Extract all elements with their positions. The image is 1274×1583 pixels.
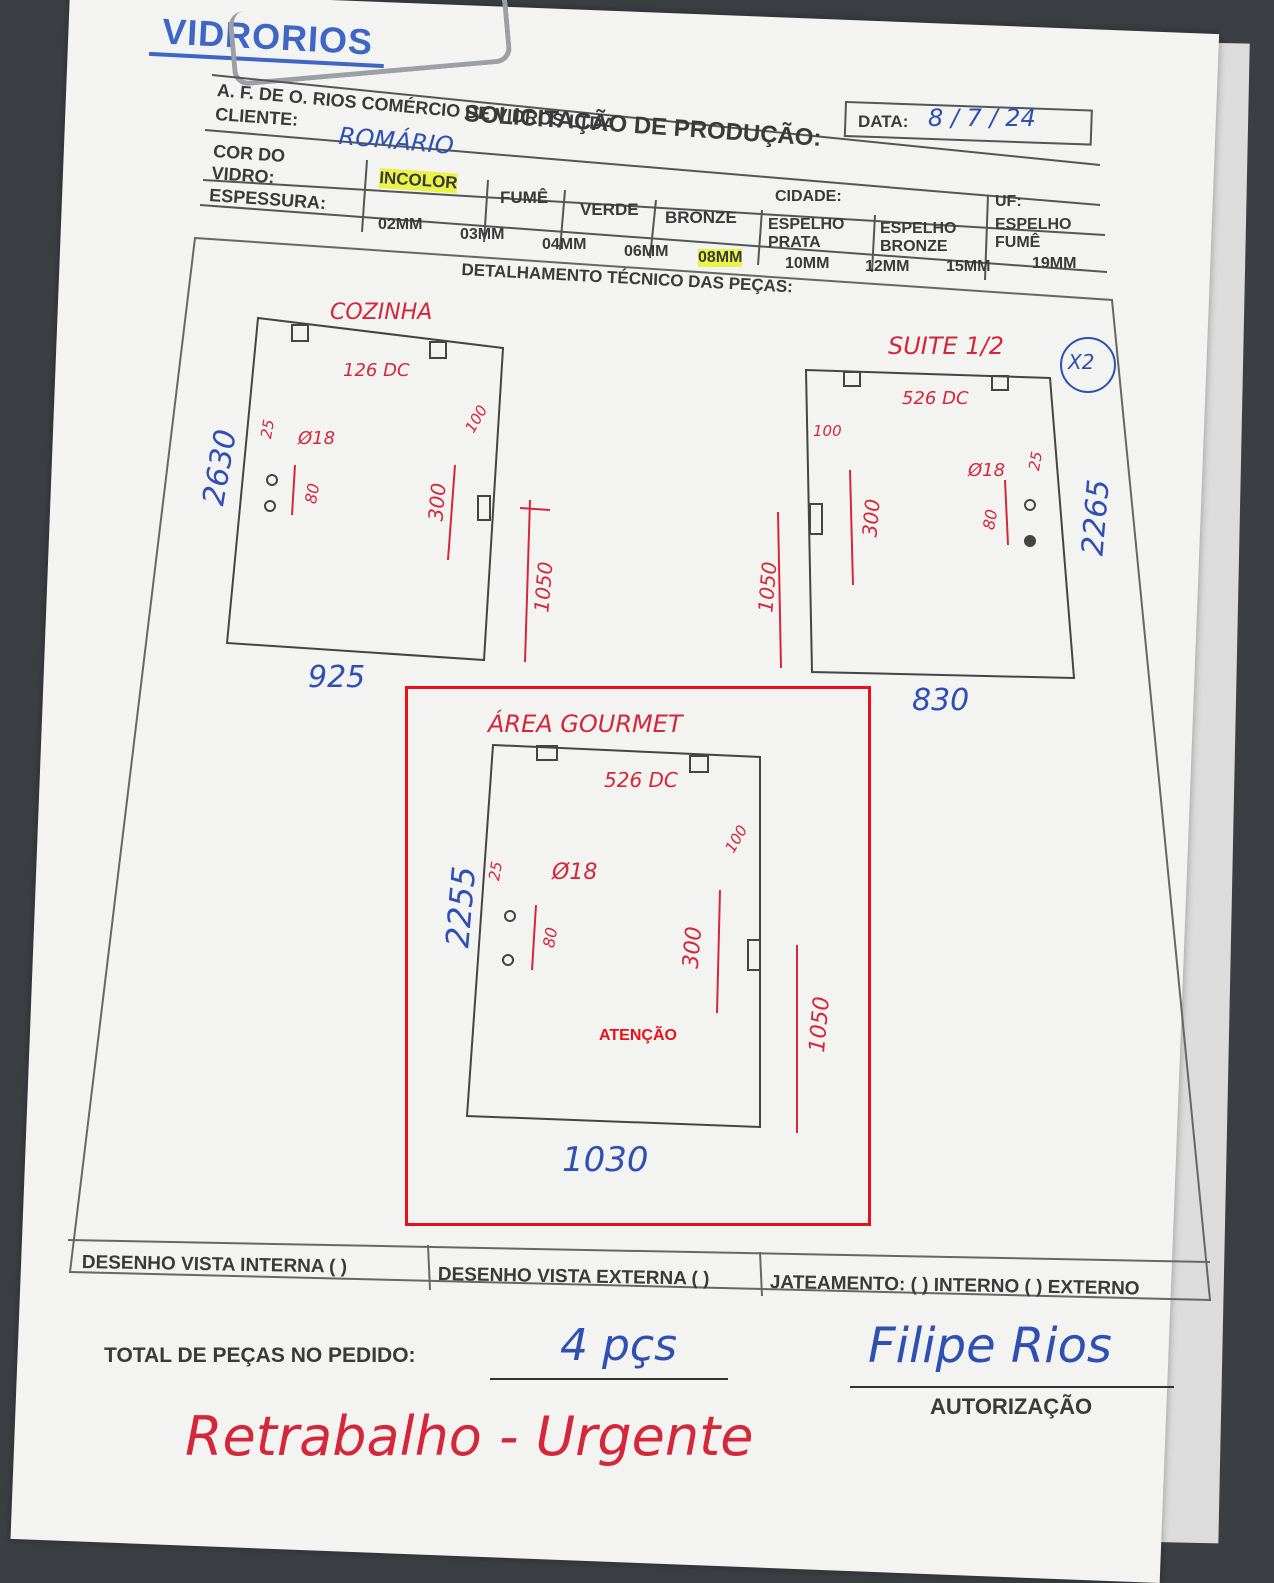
thickness-06: 06MM [624, 243, 669, 260]
thickness-12: 12MM [865, 258, 910, 275]
authorization-label: AUTORIZAÇÃO [930, 1394, 1093, 1419]
footer-line [67, 1239, 1211, 1263]
date-value: 8 / 7 / 24 [928, 104, 1036, 132]
piece-cozinha-width: 925 [308, 660, 366, 695]
piece-cozinha-code: 126 DC [343, 360, 410, 381]
piece-cozinha-name: COZINHA [330, 300, 433, 325]
piece-cozinha-spacing: 80 [301, 481, 324, 506]
piece-suite-code: 526 DC [902, 388, 969, 409]
quantity-circle [1060, 337, 1116, 393]
total-pieces-line [490, 1378, 728, 1380]
piece-cozinha-marks [291, 464, 551, 663]
piece-suite-lock-height: 1050 [753, 560, 782, 614]
piece-suite-qty: X2 [1068, 350, 1095, 374]
piece-cozinha-lock-height: 1050 [529, 560, 558, 614]
signature-line [850, 1386, 1174, 1388]
external-view-option: DESENHO VISTA EXTERNA ( ) [437, 1264, 710, 1290]
piece-gourmet-marks [531, 889, 798, 1133]
thickness-02: 02MM [378, 216, 423, 233]
piece-suite-spacing: 80 [979, 507, 1002, 532]
total-pieces-value: 4 pçs [560, 1320, 678, 1371]
signature: Filipe Rios [868, 1318, 1112, 1374]
piece-suite-name: SUITE 1/2 [888, 332, 1004, 360]
color-option-espelho-fume: ESPELHO FUMÊ [995, 216, 1072, 251]
piece-gourmet-code: 526 DC [604, 768, 678, 792]
piece-suite-outline [804, 368, 1076, 680]
piece-gourmet-hole: Ø18 [552, 860, 598, 885]
piece-cozinha-offset-top: 25 [257, 418, 279, 440]
attention-label: ATENÇÃO [599, 1027, 677, 1044]
piece-suite-handle: 300 [857, 497, 885, 539]
thickness-10: 10MM [785, 255, 830, 272]
piece-cozinha-handle: 300 [423, 481, 451, 523]
piece-cozinha-outline [225, 316, 505, 662]
thickness-03: 03MM [460, 226, 505, 243]
color-option-fume: FUMÊ [500, 188, 549, 207]
color-option-bronze: BRONZE [665, 208, 737, 227]
piece-suite-offset-top: 25 [1025, 450, 1047, 472]
piece-cozinha-hole: Ø18 [298, 428, 336, 449]
thickness-15: 15MM [946, 258, 991, 275]
form-drawing [67, 74, 1212, 1302]
color-option-espelho-prata: ESPELHO PRATA [768, 216, 845, 251]
thickness-08: 08MM [698, 249, 743, 267]
piece-suite-handle-offset: 100 [813, 422, 842, 440]
date-label: DATA: [858, 112, 909, 131]
piece-gourmet-width: 1030 [562, 1140, 649, 1180]
color-option-espelho-bronze: ESPELHO BRONZE [880, 220, 957, 255]
thickness-04: 04MM [542, 236, 587, 253]
total-pieces-label: TOTAL DE PEÇAS NO PEDIDO: [104, 1344, 416, 1367]
thickness-19: 19MM [1032, 255, 1077, 272]
urgent-note: Retrabalho - Urgente [185, 1405, 754, 1468]
piece-gourmet-name: ÁREA GOURMET [488, 710, 683, 738]
footer-divider-2 [759, 1251, 763, 1297]
header-table-lines [199, 74, 1108, 281]
glass-color-label: COR DO VIDRO: [211, 140, 286, 188]
color-option-verde: VERDE [580, 200, 639, 219]
technical-frame [68, 236, 1212, 1302]
piece-suite-height: 2265 [1075, 477, 1117, 558]
piece-gourmet-outline [465, 743, 761, 1129]
piece-suite-width: 830 [912, 683, 970, 718]
city-label: CIDADE: [775, 188, 842, 205]
uf-label: UF: [995, 193, 1022, 210]
attention-box: ATENÇÃO [405, 686, 871, 1226]
piece-suite-hole: Ø18 [968, 460, 1006, 481]
internal-view-option: DESENHO VISTA INTERNA ( ) [81, 1252, 348, 1278]
footer-divider-1 [427, 1244, 431, 1291]
piece-suite-marks [777, 469, 1009, 669]
